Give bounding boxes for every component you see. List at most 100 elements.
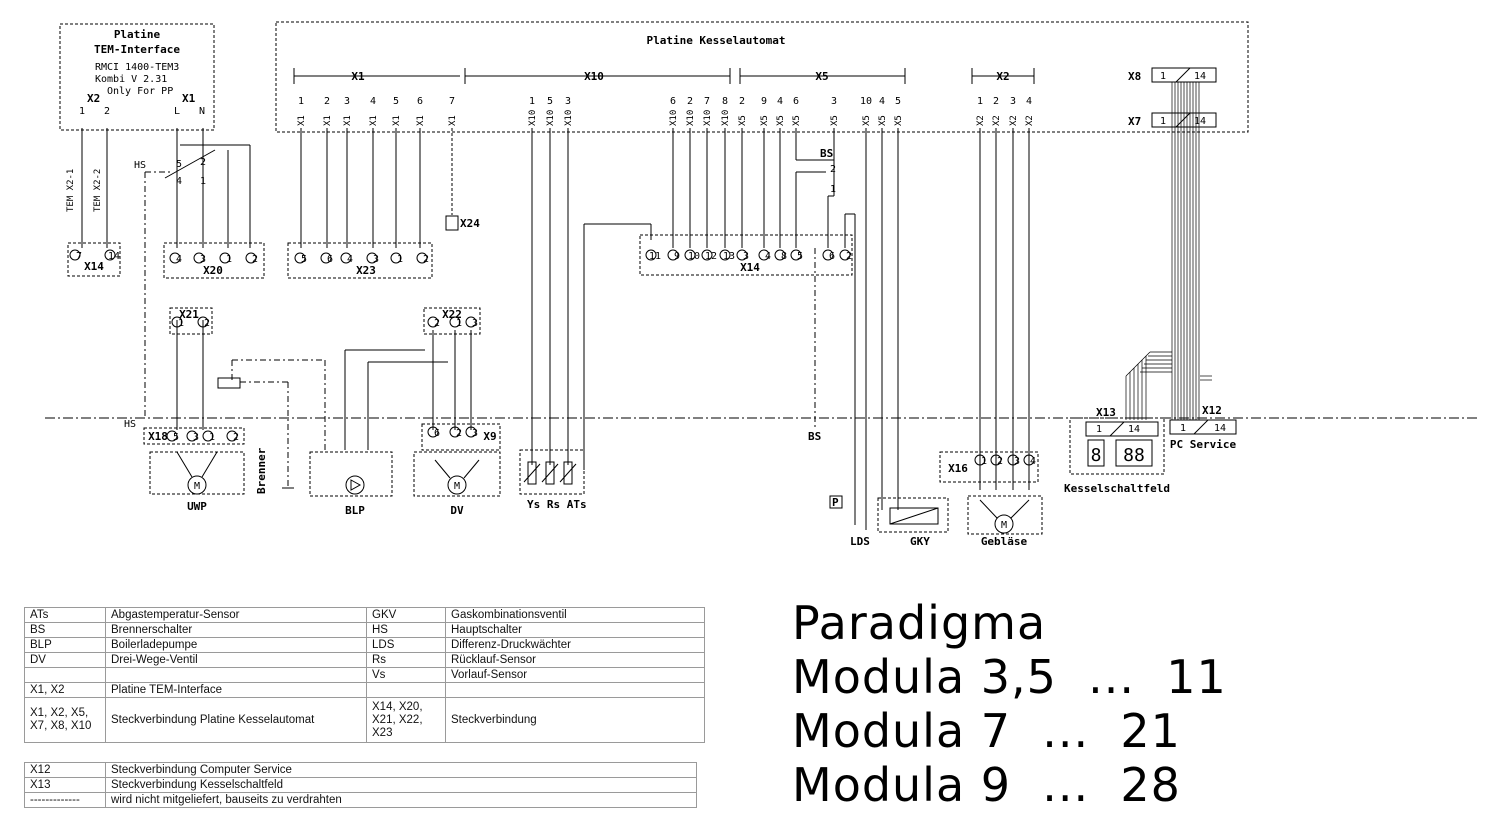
x1-pins-tag: X1 — [416, 115, 426, 126]
x7-to: 14 — [1194, 116, 1206, 127]
x2-pins-number: 2 — [993, 96, 999, 107]
pin-socket-icon — [294, 252, 306, 264]
x1-pins-tag: X1 — [392, 115, 402, 126]
conn-x18-pin: 1 — [209, 432, 215, 443]
conn-x20-pin: 3 — [200, 254, 206, 265]
legend-row: -------------wird nicht mitgeliefert, ba… — [24, 792, 697, 808]
pin-socket-icon — [202, 430, 214, 442]
x10-pins-number: 5 — [547, 96, 553, 107]
conn-x9-pin: 2 — [456, 428, 462, 439]
tem-pin-n: N — [199, 106, 205, 117]
x1-pins-number: 4 — [370, 96, 376, 107]
x1-pins-tag: X1 — [343, 115, 353, 126]
geblaese-motor-icon — [994, 514, 1014, 534]
geblaese-label: Gebläse — [981, 535, 1028, 548]
conn-x14b-pin: 11 — [649, 251, 661, 262]
pin-socket-icon — [719, 249, 731, 261]
x1-pins-tag: X1 — [369, 115, 379, 126]
conn-x20-pin: 4 — [176, 254, 182, 265]
dv-label: DV — [450, 504, 464, 517]
conn-x23-pin: 1 — [397, 254, 403, 265]
x5-pins-number: 9 — [761, 96, 767, 107]
conn-x16-pin: 3 — [1014, 456, 1020, 467]
tem-title-1: Platine — [114, 28, 161, 41]
x2-pins-number: 1 — [977, 96, 983, 107]
conn-x14b-pin: 4 — [765, 251, 771, 262]
legend-cell: Steckverbindung — [445, 697, 705, 743]
legend-cell: Hauptschalter — [445, 622, 705, 638]
conn-x23-pin: 3 — [373, 254, 379, 265]
pin-socket-icon — [320, 252, 332, 264]
legend-cell: wird nicht mitgeliefert, bauseits zu ver… — [105, 792, 697, 808]
conn-x21-pin: 1 — [178, 318, 184, 329]
uwp-label: UWP — [187, 500, 207, 513]
legend-cell — [24, 667, 106, 683]
conn-x14b-pin: 13 — [723, 251, 735, 262]
x5-pins-number: 4 — [777, 96, 783, 107]
legend-cell: X12 — [24, 762, 106, 778]
legend-cell: LDS — [366, 637, 446, 653]
conn-x14b-label: X14 — [740, 261, 760, 274]
blp-pump-icon — [345, 475, 365, 495]
x1-pins-number: 3 — [344, 96, 350, 107]
pin-socket-icon — [465, 316, 477, 328]
conn-x14b-pin: 10 — [688, 251, 700, 262]
conn-x23-label: X23 — [356, 264, 376, 277]
pin-socket-icon — [427, 426, 439, 438]
pin-socket-icon — [465, 426, 477, 438]
pin-socket-icon — [684, 249, 696, 261]
pin-socket-icon — [245, 252, 257, 264]
conn-x18-pin: 5 — [173, 432, 179, 443]
hs-pin-5: 5 — [176, 159, 182, 170]
brand-line-4: Modula 9 ... 28 — [792, 758, 1181, 812]
pin-socket-icon — [758, 249, 770, 261]
conn-x14b-pin: 5 — [797, 251, 803, 262]
pin-socket-icon — [667, 249, 679, 261]
pin-socket-icon — [226, 430, 238, 442]
conn-x22-pin: 1 — [456, 318, 462, 329]
legend-cell: Rs — [366, 652, 446, 668]
legend-cell: Gaskombinationsventil — [445, 607, 705, 623]
tem-line-3: Only For PP — [107, 86, 173, 97]
pin-socket-icon — [645, 249, 657, 261]
x5-pins-tag: X5 — [830, 115, 840, 126]
legend-cell: Vs — [366, 667, 446, 683]
x10-pins-number: 2 — [687, 96, 693, 107]
legend-cell: Vorlauf-Sensor — [445, 667, 705, 683]
header-x5: X5 — [815, 70, 828, 83]
tem-title-2: TEM-Interface — [94, 43, 180, 56]
legend-cell: ATs — [24, 607, 106, 623]
pin-socket-icon — [171, 316, 183, 328]
header-x1: X1 — [351, 70, 365, 83]
tem-pin-2: 2 — [104, 106, 110, 117]
bs-pin-2: 2 — [830, 164, 836, 175]
conn-x9-label: X9 — [483, 430, 496, 443]
kesselschaltfeld-label: Kesselschaltfeld — [1064, 482, 1170, 495]
tem-line-1: RMCI 1400-TEM3 — [95, 62, 179, 73]
x24-label: X24 — [460, 217, 480, 230]
pin-socket-icon — [390, 252, 402, 264]
conn-x16-pin: 4 — [1030, 456, 1036, 467]
legend-cell: Brennerschalter — [105, 622, 367, 638]
conn-x21-pin: 2 — [204, 318, 210, 329]
tem-pin-l: L — [174, 106, 180, 117]
x2-pins-number: 3 — [1010, 96, 1016, 107]
bs-bottom-label: BS — [808, 430, 821, 443]
pin-socket-icon — [427, 316, 439, 328]
conn-x21-label: X21 — [179, 308, 199, 321]
header-x8: X8 — [1128, 70, 1141, 83]
x10-pins-tag: X10 — [564, 110, 574, 126]
conn-x20-pin: 2 — [252, 254, 258, 265]
conn-x14a-pin: 14 — [108, 251, 120, 262]
pin-socket-icon — [701, 249, 713, 261]
cable-tem-x2-1: TEM X2-1 — [66, 169, 76, 212]
conn-x20-label: X20 — [203, 264, 223, 277]
x2-pins-number: 4 — [1026, 96, 1032, 107]
dv-motor-icon — [447, 475, 467, 495]
x1-pins-tag: X1 — [297, 115, 307, 126]
